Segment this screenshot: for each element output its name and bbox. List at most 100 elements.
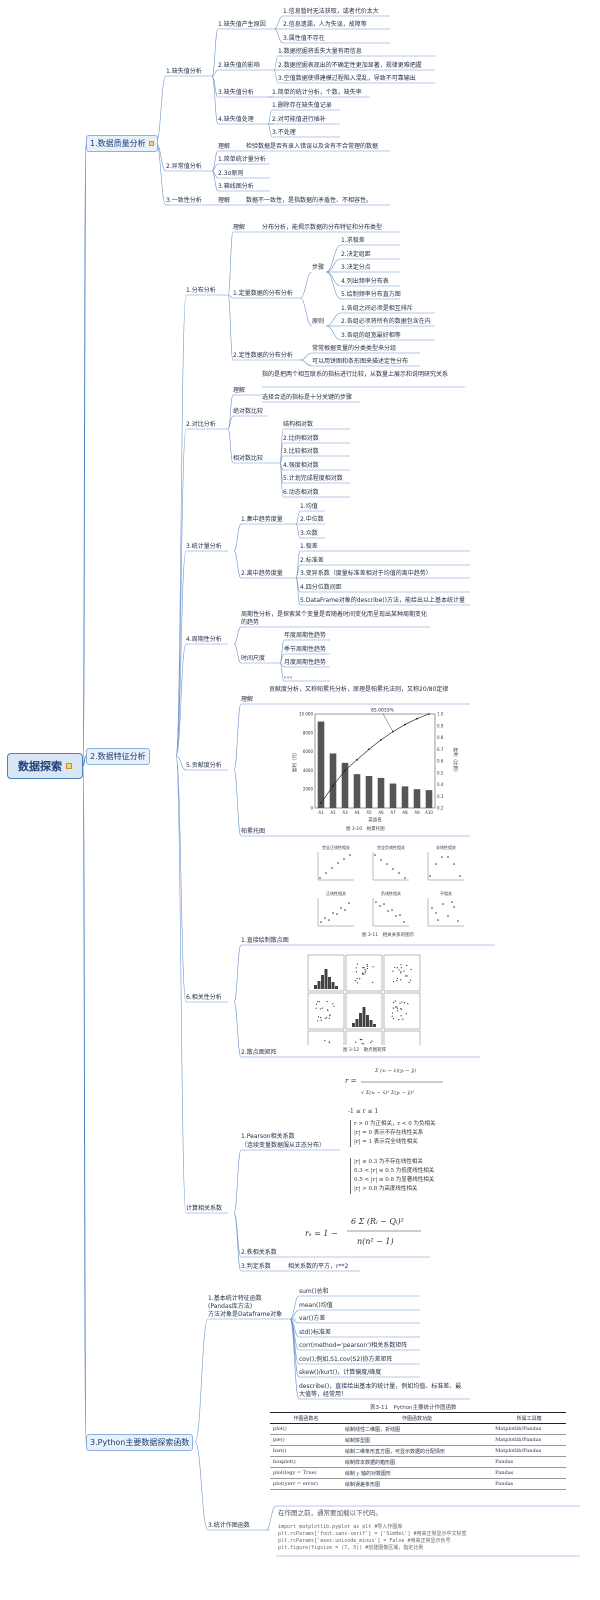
leaf[interactable]: 分布分析，能揭示数据的分布特征和分布类型: [262, 224, 383, 231]
leaf[interactable]: 4.四分位数间距: [300, 584, 342, 591]
leaf[interactable]: 结构相对数: [283, 421, 314, 428]
leaf[interactable]: 。。。: [284, 673, 297, 680]
leaf[interactable]: 2.标准差: [300, 557, 324, 564]
node-missing-cause[interactable]: 1.缺失值产生原因: [218, 21, 266, 28]
leaf[interactable]: 2.决定组距: [341, 251, 371, 258]
leaf[interactable]: 3.属性值不存在: [283, 35, 325, 42]
understand-label[interactable]: 理解: [233, 387, 246, 394]
node-distribution[interactable]: 1.分布分析: [186, 287, 216, 294]
understand-label[interactable]: 理解: [241, 696, 254, 703]
node-rules[interactable]: 原则: [312, 318, 325, 325]
leaf[interactable]: 5.绘制频率分布直方图: [341, 291, 401, 298]
leaf[interactable]: 3.箱线图分析: [218, 183, 254, 190]
leaf[interactable]: 3.变异系数（度量标准差相对于均值的离中趋势）: [300, 570, 432, 577]
leaf[interactable]: 3.比较相对数: [283, 448, 319, 455]
leaf[interactable]: 3.众数: [300, 530, 318, 537]
leaf[interactable]: 1.各组之间必须是相互排斥: [341, 305, 413, 312]
node-absolute[interactable]: 绝对数比较: [233, 408, 264, 415]
leaf[interactable]: 1.简单的统计分析，个数，缺失率: [272, 89, 362, 96]
node-steps[interactable]: 步骤: [312, 264, 325, 271]
leaf[interactable]: 2.对可能值进行插补: [272, 116, 326, 123]
leaf[interactable]: 6.动态相对数: [283, 489, 319, 496]
node-determination[interactable]: 3.判定系数: [241, 1263, 271, 1270]
leaf[interactable]: 3.不处理: [272, 129, 296, 136]
leaf[interactable]: var()方差: [299, 1315, 326, 1322]
node-relative[interactable]: 相对数比较: [233, 455, 264, 462]
leaf[interactable]: 1.极差: [300, 543, 318, 550]
node-scatter-matrix[interactable]: 2.散点图矩阵: [241, 1049, 277, 1056]
node-stat-func-l3[interactable]: 方法对象是Dataframe对象: [208, 1311, 283, 1318]
node-correlation[interactable]: 6.相关性分析: [186, 994, 222, 1001]
leaf[interactable]: 4.强度相对数: [283, 462, 319, 469]
leaf[interactable]: 季节周期性趋势: [284, 646, 327, 653]
leaf[interactable]: 1.求极差: [341, 237, 365, 244]
node-missing-effect[interactable]: 2.缺失值的影响: [218, 62, 260, 69]
node-missing-analysis[interactable]: 3.缺失值分析: [218, 89, 254, 96]
leaf[interactable]: 数据不一致性，是指数据的矛盾性、不相容性。: [246, 197, 373, 204]
understand-label[interactable]: 理解: [218, 197, 231, 204]
leaf[interactable]: 2.数据挖掘表现出的不确定性更加显著，规律更难把握: [278, 62, 422, 69]
leaf[interactable]: 2.各组必须将所有的数据包含在内: [341, 318, 431, 325]
leaf[interactable]: 检验数据是否有录入错误以及含有不合常理的数据: [246, 143, 379, 150]
leaf[interactable]: 3.各组的组宽最好相等: [341, 332, 401, 339]
node-period[interactable]: 4.周期性分析: [186, 636, 222, 643]
node-compare[interactable]: 2.对比分析: [186, 421, 216, 428]
leaf[interactable]: 选择合适的指标是十分关键的步骤: [262, 394, 353, 401]
leaf[interactable]: corr(method='pearson')相关系数矩阵: [299, 1342, 408, 1349]
leaf[interactable]: 3.决定分点: [341, 264, 371, 271]
node-pareto-chart[interactable]: 帕累托图: [241, 828, 266, 835]
leaf[interactable]: std()标准差: [299, 1329, 331, 1336]
leaf[interactable]: 周期性分析，是探索某个变量是否随着时间变化而呈现出某种周期变化的趋势: [241, 611, 428, 626]
leaf[interactable]: 常常根据变量的分类类型来分组: [312, 345, 397, 352]
node-missing-handle[interactable]: 4.缺失值处理: [218, 116, 254, 123]
leaf[interactable]: 1.信息暂时无法获取，或者代价太大: [283, 8, 379, 15]
leaf[interactable]: sum()总和: [299, 1288, 329, 1295]
branch-python-functions[interactable]: 3.Python主要数据探索函数: [86, 1434, 194, 1451]
leaf[interactable]: 5.计划完成程度相对数: [283, 475, 343, 482]
node-time-scale[interactable]: 时间尺度: [241, 655, 266, 662]
node-plot-func[interactable]: 3.统计作图函数: [208, 1522, 250, 1529]
leaf[interactable]: 1.删除存在缺失值记录: [272, 102, 332, 109]
node-qual-dist[interactable]: 2.定性数据的分布分析: [233, 352, 293, 359]
node-quant-dist[interactable]: 1.定量数据的分布分析: [233, 290, 293, 297]
branch-data-features[interactable]: 2.数据特征分析: [86, 748, 150, 765]
node-pearson-line2[interactable]: （连续变量数据服从正态分布）: [241, 1142, 326, 1149]
node-consistency[interactable]: 3.一致性分析: [166, 197, 202, 204]
node-spearman[interactable]: 2.秩相关系数: [241, 1249, 277, 1256]
leaf[interactable]: 2.中位数: [300, 516, 324, 523]
leaf[interactable]: skew()/kurt()，计算偏度/峰度: [299, 1369, 382, 1376]
node-scatter[interactable]: 1.直接绘制散点图: [241, 937, 289, 944]
leaf[interactable]: 2.比例相对数: [283, 435, 319, 442]
leaf[interactable]: 贡献度分析，又称帕累托分析，原理是帕累托法则，又称20/80定律: [269, 686, 449, 693]
leaf[interactable]: 指的是把两个相互联系的指标进行比较，从数量上展示和说明研究关系: [262, 371, 449, 378]
branch-data-quality[interactable]: 1.数据质量分析: [86, 135, 158, 152]
leaf[interactable]: 4.列出频率分布表: [341, 278, 389, 285]
leaf[interactable]: 2.3σ原则: [218, 170, 244, 177]
leaf[interactable]: 1.简单统计量分析: [218, 156, 266, 163]
understand-label[interactable]: 理解: [218, 143, 231, 150]
leaf[interactable]: 月度周期性趋势: [284, 659, 327, 666]
node-calc-corr[interactable]: 计算相关系数: [186, 1205, 223, 1212]
leaf[interactable]: mean()均值: [299, 1302, 333, 1309]
node-central[interactable]: 1.集中趋势度量: [241, 516, 283, 523]
node-stat-func-l2[interactable]: (Pandas库方法): [208, 1303, 253, 1310]
node-spread[interactable]: 2.离中趋势度量: [241, 570, 283, 577]
leaf[interactable]: 5.DataFrame对象的describe()方法，能给出以上基本统计量: [300, 597, 465, 604]
node-outlier[interactable]: 2.异常值分析: [166, 163, 202, 170]
root-node[interactable]: 数据探索: [7, 753, 83, 779]
leaf[interactable]: 2.信息遗漏，人为失误，故障等: [283, 21, 367, 28]
leaf[interactable]: 可以用饼图和条形图来描述定性分布: [312, 358, 409, 365]
node-missing[interactable]: 1.缺失值分析: [166, 68, 202, 75]
leaf[interactable]: 1.数据挖掘将丢失大量有用信息: [278, 48, 362, 55]
node-stat-func-l1[interactable]: 1.基本统计特征函数: [208, 1295, 262, 1302]
leaf[interactable]: 年度周期性趋势: [284, 632, 327, 639]
leaf[interactable]: 3.空值数据使得建模过程陷入混乱，导致不可靠输出: [278, 75, 416, 82]
leaf[interactable]: describe()，直接给出基本的统计量，例如均值、标准差、最大值等，经常用！: [299, 1383, 462, 1398]
leaf[interactable]: cov();例如,S1.cov(S2)协方差矩阵: [299, 1356, 393, 1363]
leaf[interactable]: 1.均值: [300, 503, 318, 510]
node-pearson-line1[interactable]: 1.Pearson相关系数: [241, 1133, 295, 1140]
leaf[interactable]: 相关系数的平方，r**2: [288, 1263, 349, 1270]
node-contribution[interactable]: 5.贡献度分析: [186, 762, 222, 769]
understand-label[interactable]: 理解: [233, 224, 246, 231]
node-stats[interactable]: 3.统计量分析: [186, 543, 222, 550]
